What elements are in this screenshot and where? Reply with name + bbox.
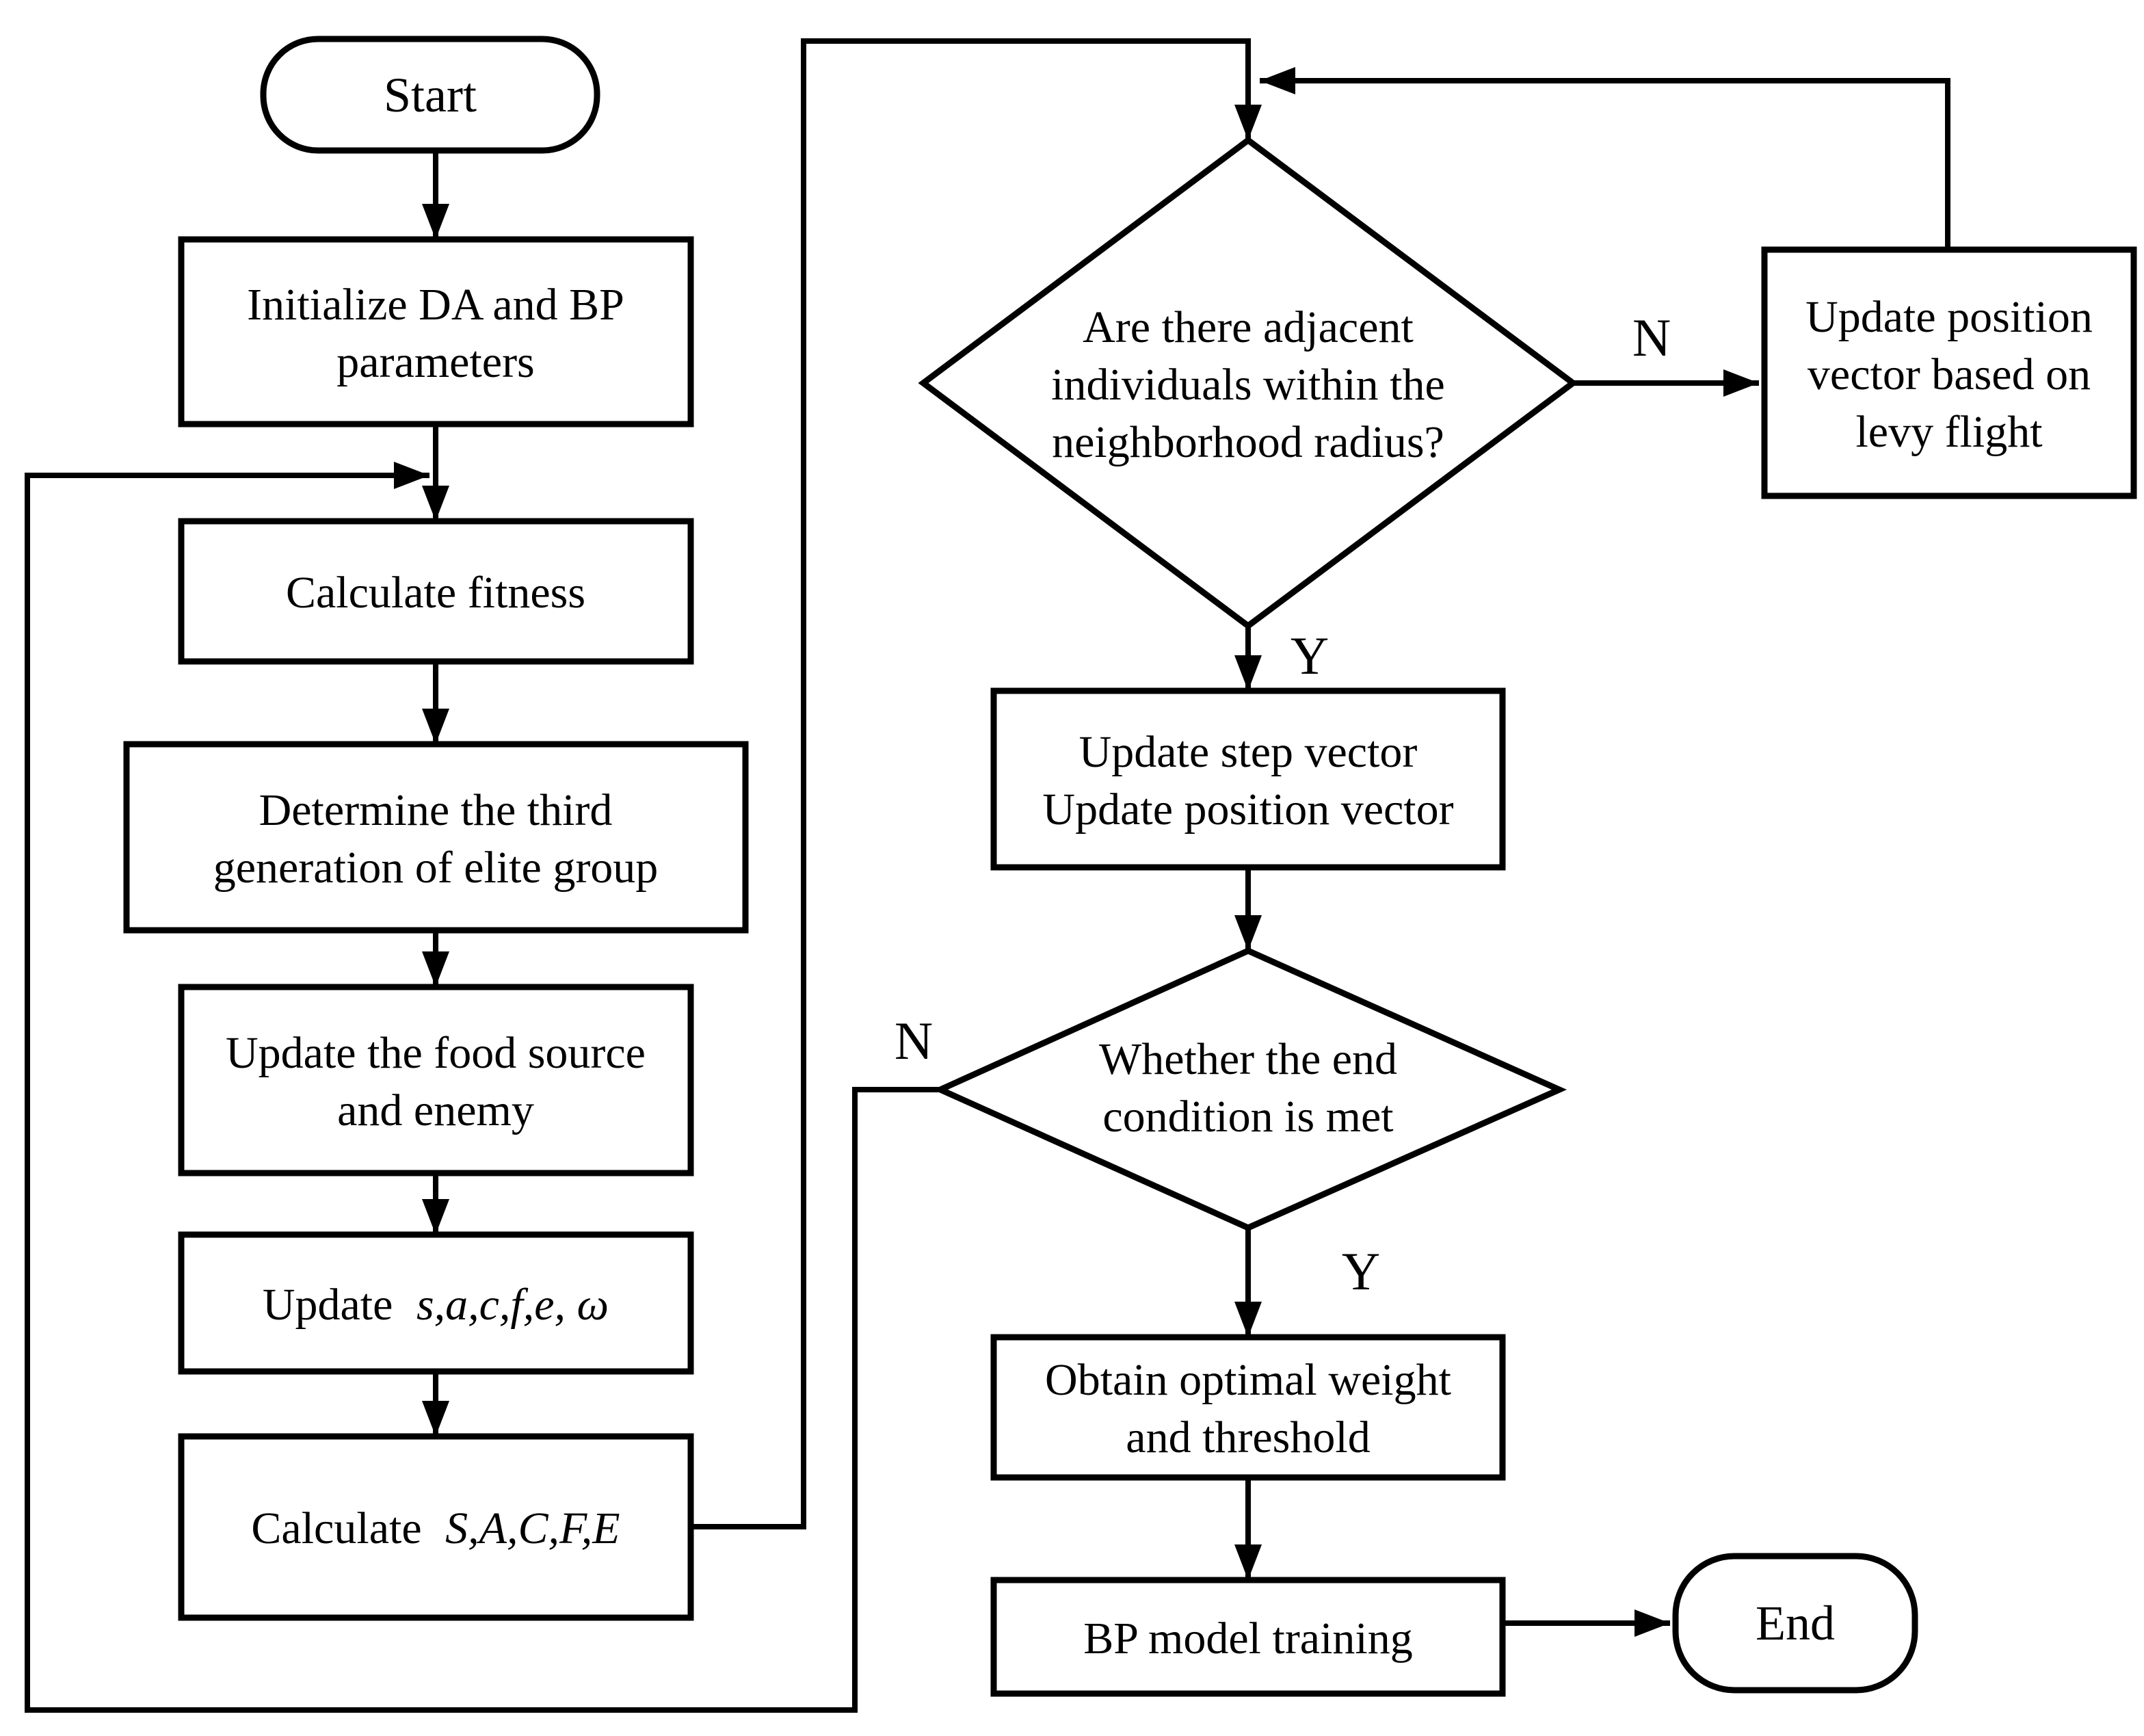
food-source-shape	[178, 984, 694, 1176]
node-elite-group: Determine the third generation of elite …	[123, 741, 749, 934]
food-source-label-line1: Update the food source	[226, 1028, 646, 1078]
edge-levy-return	[1260, 67, 1950, 250]
end-shape	[1672, 1553, 1918, 1694]
calculate-sacfe-prefix: Calculate	[251, 1503, 421, 1553]
end-decision-line1: Whether the end	[1099, 1034, 1397, 1084]
obtain-weight-label-line1: Obtain optimal weight	[1045, 1355, 1451, 1405]
elite-group-label-line1: Determine the third	[259, 785, 613, 835]
node-step-vector: Update step vector Update position vecto…	[990, 687, 1506, 871]
node-food-source: Update the food source and enemy	[178, 984, 694, 1176]
branch-labels: N Y N Y	[895, 308, 1671, 1301]
node-update-coefficients: Update s,a,c,f,e, ω	[178, 1231, 694, 1375]
bp-training-shape	[990, 1577, 1506, 1697]
edges	[25, 38, 1950, 1713]
calculate-sacfe-symbols: S,A,C,F,E	[445, 1503, 620, 1553]
calculate-fitness-label: Calculate fitness	[286, 568, 585, 618]
initialize-shape	[178, 236, 694, 428]
start-label: Start	[384, 68, 477, 122]
calculate-fitness-shape	[178, 518, 694, 665]
update-coefficients-label: Update s,a,c,f,e, ω	[263, 1280, 609, 1330]
label-adjacent-no: N	[1632, 308, 1671, 367]
node-adjacent-decision: Are there adjacent individuals within th…	[918, 136, 1578, 630]
initialize-label-line2: parameters	[336, 337, 535, 387]
adjacent-decision-line1: Are there adjacent	[1083, 302, 1414, 352]
step-vector-label-line2: Update position vector	[1042, 785, 1453, 834]
obtain-weight-shape	[990, 1334, 1506, 1481]
end-decision-shape	[933, 947, 1567, 1231]
label-adjacent-yes: Y	[1291, 626, 1329, 685]
calculate-sacfe-shape	[178, 1433, 694, 1621]
edge-end-no-loop	[25, 462, 940, 1713]
levy-flight-shape	[1761, 246, 2137, 499]
node-end: End	[1672, 1553, 1918, 1694]
start-shape	[260, 36, 600, 154]
node-end-decision: Whether the end condition is met	[933, 947, 1567, 1231]
update-coefficients-prefix: Update	[263, 1280, 393, 1330]
end-label: End	[1756, 1596, 1835, 1650]
update-coefficients-shape	[178, 1231, 694, 1375]
elite-group-shape	[123, 741, 749, 934]
elite-group-label-line2: generation of elite group	[213, 843, 659, 893]
adjacent-decision-shape	[918, 136, 1578, 630]
step-vector-shape	[990, 687, 1506, 871]
node-bp-training: BP model training	[990, 1577, 1506, 1697]
edge-calc-adjacent	[691, 38, 1262, 1529]
label-end-yes: Y	[1342, 1241, 1380, 1301]
update-coefficients-symbols: s,a,c,f,e, ω	[416, 1280, 609, 1330]
node-initialize: Initialize DA and BP parameters	[178, 236, 694, 428]
node-calculate-sacfe: Calculate S,A,C,F,E	[178, 1433, 694, 1621]
end-decision-line2: condition is met	[1102, 1092, 1393, 1142]
calculate-sacfe-label: Calculate S,A,C,F,E	[251, 1503, 620, 1553]
levy-flight-label-line3: levy flight	[1855, 407, 2042, 457]
step-vector-label-line1: Update step vector	[1079, 727, 1418, 777]
adjacent-decision-line2: individuals within the	[1051, 360, 1445, 410]
node-start: Start	[260, 36, 600, 154]
levy-flight-label-line2: vector based on	[1808, 350, 2091, 399]
food-source-label-line2: and enemy	[337, 1086, 534, 1135]
obtain-weight-label-line2: and threshold	[1126, 1412, 1370, 1462]
bp-training-label: BP model training	[1083, 1614, 1413, 1663]
levy-flight-label-line1: Update position	[1805, 292, 2093, 342]
node-obtain-weight: Obtain optimal weight and threshold	[990, 1334, 1506, 1481]
node-levy-flight: Update position vector based on levy fli…	[1761, 246, 2137, 499]
node-calculate-fitness: Calculate fitness	[178, 518, 694, 665]
adjacent-decision-line3: neighborhood radius?	[1052, 417, 1444, 467]
label-end-no: N	[895, 1011, 933, 1070]
initialize-label-line1: Initialize DA and BP	[247, 280, 624, 330]
